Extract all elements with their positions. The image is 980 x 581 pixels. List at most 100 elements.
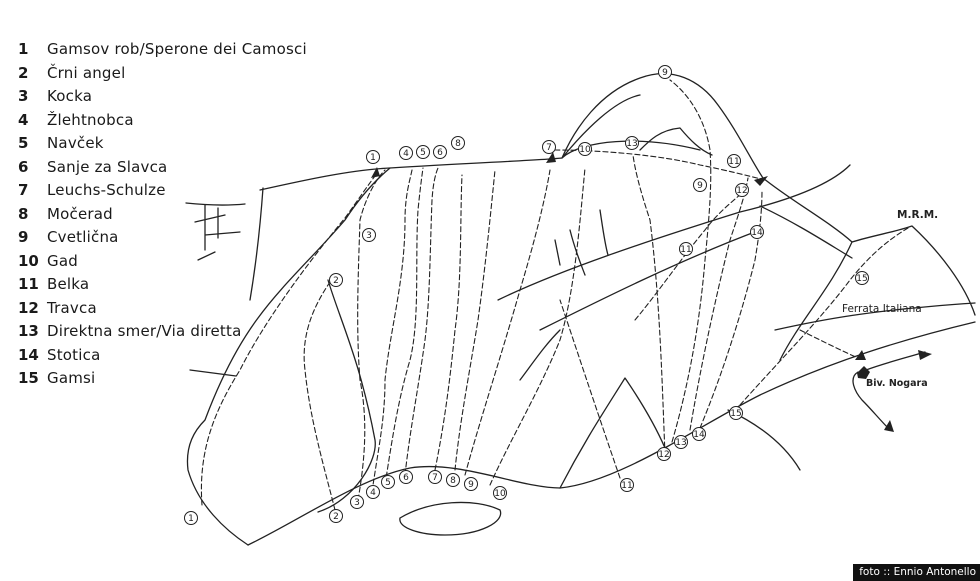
route-marker: 3 xyxy=(350,495,364,509)
route-marker-circle xyxy=(433,145,447,159)
route-marker-number: 15 xyxy=(856,274,867,284)
legend-number: 7 xyxy=(18,181,29,199)
route-marker-number: 11 xyxy=(621,481,632,491)
route-marker-number: 11 xyxy=(728,157,739,167)
legend-route-name: Žlehtnobca xyxy=(47,110,134,129)
route-marker-circle xyxy=(350,495,364,509)
route-marker: 7 xyxy=(428,470,442,484)
legend-route-name: Črni angel xyxy=(47,63,126,82)
legend-item: 8 Močerad xyxy=(18,203,307,227)
legend-route-name: Direktna smer/Via diretta xyxy=(47,322,242,340)
route-marker: 1 xyxy=(366,150,380,164)
route-marker-circle xyxy=(542,140,556,154)
route-marker: 8 xyxy=(446,473,460,487)
route-marker-circle xyxy=(729,406,743,420)
route-marker-number: 4 xyxy=(370,488,376,498)
route-marker-number: 5 xyxy=(420,148,426,158)
route-marker-number: 1 xyxy=(188,514,194,524)
route-marker-circle xyxy=(620,478,634,492)
route-marker: 5 xyxy=(416,145,430,159)
legend-number: 8 xyxy=(18,204,29,223)
route-marker-number: 13 xyxy=(675,438,686,448)
route-marker-circle xyxy=(366,485,380,499)
route-marker: 8 xyxy=(451,136,465,150)
legend-route-name: Navček xyxy=(47,134,104,152)
legend-route-name: Močerad xyxy=(47,204,113,223)
legend-number: 11 xyxy=(18,275,39,293)
legend-route-name: Gad xyxy=(47,251,78,270)
legend-route-name: Sanje za Slavca xyxy=(47,157,168,176)
route-marker: 9 xyxy=(693,178,707,192)
route-marker: 6 xyxy=(433,145,447,159)
legend-route-name: Stotica xyxy=(47,345,101,364)
route-marker: 10 xyxy=(493,486,507,500)
route-marker-number: 6 xyxy=(437,148,443,158)
legend-number: 2 xyxy=(18,63,29,82)
route-marker: 1 xyxy=(184,511,198,525)
route-marker-circle xyxy=(625,136,639,150)
legend-route-name: Leuchs-Schulze xyxy=(47,181,166,199)
route-marker-number: 7 xyxy=(546,143,552,153)
legend-number: 5 xyxy=(18,134,29,152)
route-marker-number: 10 xyxy=(494,489,506,499)
route-marker: 9 xyxy=(658,65,672,79)
route-marker-number: 2 xyxy=(333,512,339,522)
route-marker-number: 9 xyxy=(468,480,474,490)
bivouac-marker xyxy=(857,366,870,379)
legend-number: 4 xyxy=(18,110,29,129)
legend-route-name: Kocka xyxy=(47,87,93,105)
legend-number: 6 xyxy=(18,157,29,176)
route-marker-number: 7 xyxy=(432,473,438,483)
route-arrows xyxy=(371,152,932,432)
route-marker-circle xyxy=(399,146,413,160)
route-marker-number: 14 xyxy=(751,228,763,238)
route-marker-circle xyxy=(451,136,465,150)
route-marker-circle xyxy=(674,435,688,449)
route-marker: 2 xyxy=(329,509,343,523)
route-marker-circle xyxy=(362,228,376,242)
legend-number: 14 xyxy=(18,345,39,364)
route-marker: 12 xyxy=(657,447,671,461)
legend-item: 7 Leuchs-Schulze xyxy=(18,179,307,203)
route-marker-number: 10 xyxy=(579,145,591,155)
route-marker-number: 11 xyxy=(680,245,691,255)
legend-item: 5 Navček xyxy=(18,132,307,156)
route-marker-circle xyxy=(692,427,706,441)
climbing-routes xyxy=(200,79,909,511)
route-marker-number: 8 xyxy=(450,476,456,486)
route-marker-circle xyxy=(750,225,764,239)
route-marker-number: 12 xyxy=(658,450,669,460)
legend-route-name: Belka xyxy=(47,275,90,293)
route-marker: 15 xyxy=(729,406,743,420)
route-marker-circle xyxy=(416,145,430,159)
route-marker-number: 8 xyxy=(455,139,461,149)
route-marker: 15 xyxy=(855,271,869,285)
route-marker-circle xyxy=(578,142,592,156)
route-marker-circle xyxy=(679,242,693,256)
lake-outline xyxy=(399,501,502,536)
route-marker-number: 2 xyxy=(333,276,339,286)
route-marker: 9 xyxy=(464,477,478,491)
route-marker-number: 14 xyxy=(693,430,705,440)
route-marker-circle xyxy=(855,271,869,285)
route-marker: 12 xyxy=(735,183,749,197)
route-marker-number: 1 xyxy=(370,153,376,163)
legend-number: 10 xyxy=(18,251,39,270)
route-marker-circle xyxy=(381,475,395,489)
route-marker-circle xyxy=(446,473,460,487)
route-marker-circle xyxy=(657,447,671,461)
summit-label: M.R.M. xyxy=(897,209,938,221)
route-marker-circle xyxy=(366,150,380,164)
route-marker-circle xyxy=(727,154,741,168)
bivouac-label: Biv. Nogara xyxy=(866,378,928,389)
route-marker: 4 xyxy=(366,485,380,499)
route-marker: 14 xyxy=(692,427,706,441)
route-marker-number: 15 xyxy=(730,409,741,419)
route-marker: 11 xyxy=(620,478,634,492)
legend-number: 12 xyxy=(18,298,39,317)
route-marker-number: 6 xyxy=(403,473,409,483)
ferrata-label: Ferrata Italiana xyxy=(842,303,922,315)
route-marker: 11 xyxy=(727,154,741,168)
